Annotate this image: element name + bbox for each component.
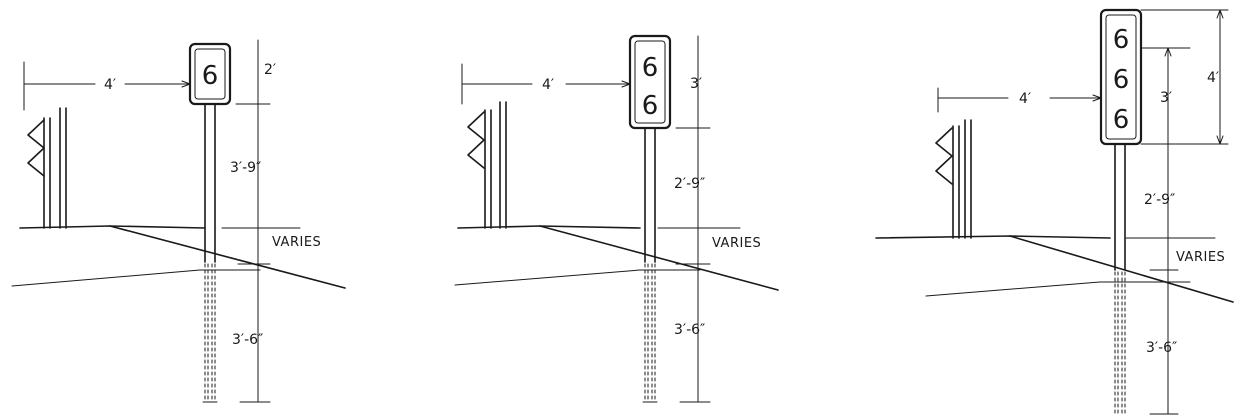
vertical-dimension-1: 2′ 3′-9″ VARIES 3′-6″ [230, 39, 321, 403]
sign-panel-3: 6 6 6 [1099, 8, 1143, 146]
embed-label-2: 3′-6″ [674, 322, 705, 338]
inner-height-label-3: 3′ [1160, 90, 1172, 106]
sign-post-3 [1114, 143, 1126, 415]
varies-label-2: VARIES [712, 236, 761, 251]
varies-label-1: VARIES [272, 235, 321, 250]
sign-digit-3c: 6 [1113, 105, 1130, 135]
ground-lines-1 [11, 225, 346, 289]
sign-digit-3b: 6 [1113, 65, 1130, 95]
diagram-3: 6 6 6 4′ 4′ 3′ 2′-9″ VARIES 3′-6″ [875, 8, 1234, 415]
sign-post-1 [202, 103, 218, 403]
guardrail-2 [467, 101, 507, 229]
sign-height-label-2: 3′ [690, 76, 702, 92]
sign-digit-2a: 6 [642, 53, 659, 83]
embed-label-3: 3′-6″ [1146, 340, 1177, 356]
sign-post-2 [642, 127, 658, 403]
outer-dimension-3: 4′ [1140, 9, 1229, 145]
guardrail-1 [27, 107, 67, 229]
offset-dimension-1: 4′ [23, 61, 191, 111]
vertical-dimension-2: 3′ 2′-9″ VARIES 3′-6″ [674, 35, 761, 403]
sign-height-label-1: 2′ [264, 62, 276, 78]
ground-lines-2 [454, 225, 779, 291]
vertical-dimension-3: 3′ 2′-9″ VARIES 3′-6″ [1140, 47, 1225, 415]
offset-label-1: 4′ [104, 77, 116, 93]
above-ground-label-2: 2′-9″ [674, 176, 705, 192]
above-ground-label-3: 2′-9″ [1144, 192, 1175, 208]
sign-panel-1: 6 [188, 42, 232, 106]
embed-label-1: 3′-6″ [232, 332, 263, 348]
diagram-1: 6 4′ 2′ 3′-9″ VARIES 3′-6″ [11, 39, 346, 403]
sign-digit-3a: 6 [1113, 25, 1130, 55]
offset-dimension-3: 4′ [937, 87, 1102, 113]
offset-label-2: 4′ [542, 77, 554, 93]
sign-panel-2: 6 6 [628, 34, 672, 130]
varies-label-3: VARIES [1176, 250, 1225, 265]
sign-height-label-3: 4′ [1207, 70, 1219, 86]
sign-digit-2b: 6 [642, 91, 659, 121]
offset-dimension-2: 4′ [461, 63, 631, 105]
offset-label-3: 4′ [1019, 91, 1031, 107]
sign-digit-1a: 6 [202, 61, 219, 91]
diagram-2: 6 6 4′ 3′ 2′-9″ VARIES 3′-6″ [454, 34, 779, 403]
ground-lines-3 [875, 235, 1234, 303]
above-ground-label-1: 3′-9″ [230, 160, 261, 176]
guardrail-3 [935, 119, 972, 239]
